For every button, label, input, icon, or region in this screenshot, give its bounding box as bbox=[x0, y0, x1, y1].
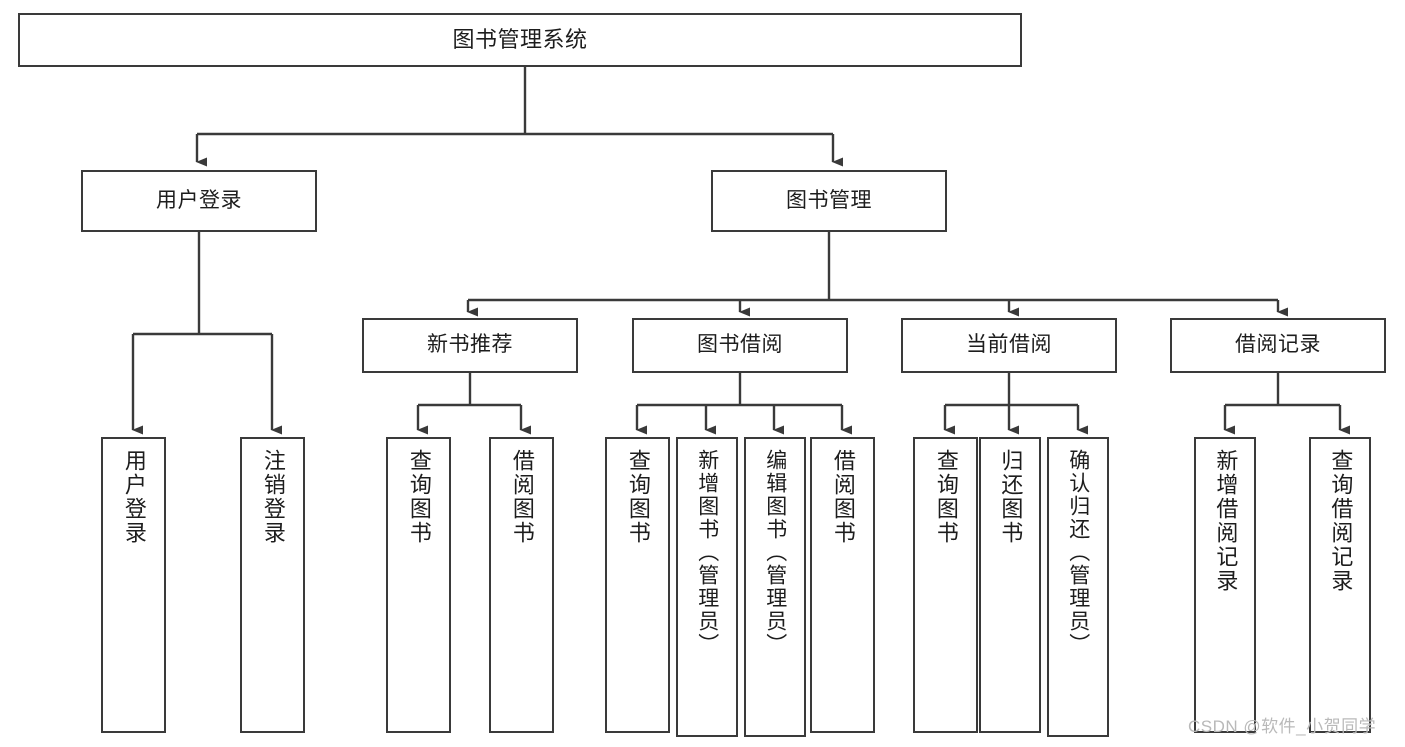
node-label: 查询图书 bbox=[406, 449, 432, 545]
leaf-add-borrow-record[interactable]: 新增借阅记录 bbox=[1194, 437, 1256, 733]
node-label: 查询图书 bbox=[625, 449, 651, 545]
node-label: 借阅记录 bbox=[1235, 333, 1321, 357]
node-label: 图书管理系统 bbox=[452, 27, 588, 53]
node-new-book-recommend[interactable]: 新书推荐 bbox=[362, 318, 578, 373]
leaf-query-books-recommend[interactable]: 查询图书 bbox=[386, 437, 451, 733]
node-book-management[interactable]: 图书管理 bbox=[711, 170, 947, 232]
node-label: 借阅图书 bbox=[830, 449, 856, 545]
node-label: 图书管理 bbox=[786, 188, 872, 212]
leaf-user-login[interactable]: 用户登录 bbox=[101, 437, 166, 733]
node-label: 用户登录 bbox=[156, 188, 242, 212]
leaf-confirm-return-admin[interactable]: 确认归还（管理员） bbox=[1047, 437, 1109, 737]
leaf-borrow-books[interactable]: 借阅图书 bbox=[810, 437, 875, 733]
leaf-edit-book-admin[interactable]: 编辑图书（管理员） bbox=[744, 437, 806, 737]
node-label: 注销登录 bbox=[260, 449, 286, 545]
leaf-logout[interactable]: 注销登录 bbox=[240, 437, 305, 733]
leaf-add-book-admin[interactable]: 新增图书（管理员） bbox=[676, 437, 738, 737]
leaf-borrow-books-recommend[interactable]: 借阅图书 bbox=[489, 437, 554, 733]
node-label: 新增图书（管理员） bbox=[695, 449, 719, 656]
node-book-borrow[interactable]: 图书借阅 bbox=[632, 318, 848, 373]
node-label: 当前借阅 bbox=[966, 333, 1052, 357]
node-label: 用户登录 bbox=[121, 449, 147, 545]
node-root-book-management-system[interactable]: 图书管理系统 bbox=[18, 13, 1022, 67]
leaf-query-books-borrow[interactable]: 查询图书 bbox=[605, 437, 670, 733]
leaf-query-borrow-record[interactable]: 查询借阅记录 bbox=[1309, 437, 1371, 733]
node-label: 查询借阅记录 bbox=[1328, 449, 1354, 593]
leaf-return-books[interactable]: 归还图书 bbox=[979, 437, 1041, 733]
node-label: 借阅图书 bbox=[509, 449, 535, 545]
node-user-login[interactable]: 用户登录 bbox=[81, 170, 317, 232]
node-current-borrow[interactable]: 当前借阅 bbox=[901, 318, 1117, 373]
node-label: 确认归还（管理员） bbox=[1066, 449, 1090, 656]
node-label: 归还图书 bbox=[998, 449, 1024, 545]
node-label: 查询图书 bbox=[933, 449, 959, 545]
node-label: 编辑图书（管理员） bbox=[763, 449, 787, 656]
node-borrow-record[interactable]: 借阅记录 bbox=[1170, 318, 1386, 373]
leaf-query-books-current[interactable]: 查询图书 bbox=[913, 437, 978, 733]
node-label: 新书推荐 bbox=[427, 333, 513, 357]
node-label: 图书借阅 bbox=[697, 333, 783, 357]
node-label: 新增借阅记录 bbox=[1213, 449, 1239, 593]
